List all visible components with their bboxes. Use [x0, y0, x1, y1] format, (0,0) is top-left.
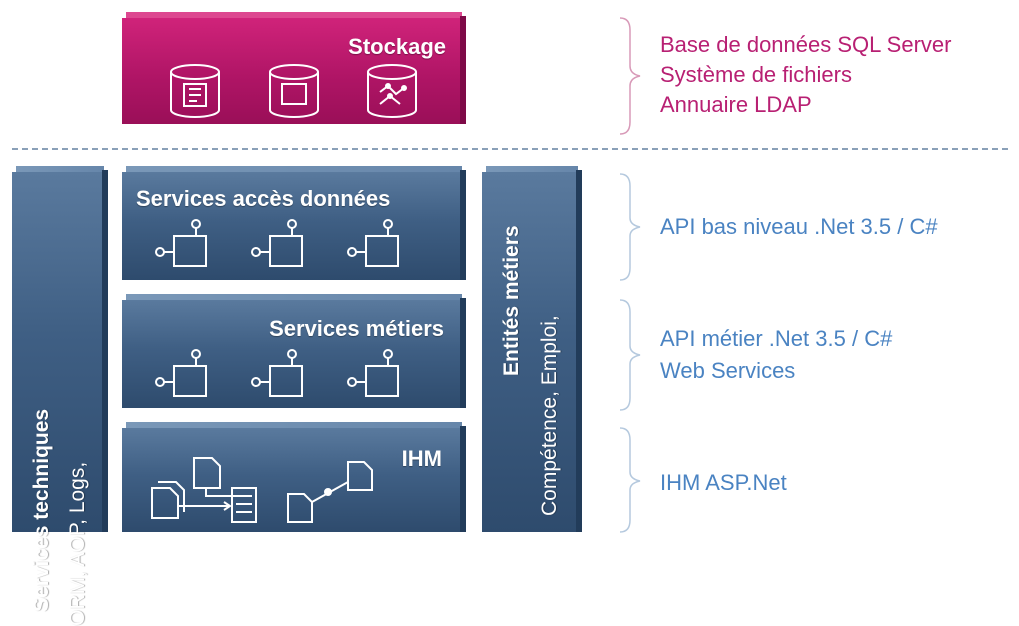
business-entities-pillar: Entités métiers Compétence, Emploi,: [482, 166, 582, 532]
business-services-title: Services métiers: [269, 316, 444, 341]
file-system-icon: [269, 64, 319, 118]
technical-services-title: Services techniques: [30, 408, 53, 612]
directory-icon: [367, 64, 417, 118]
database-icon: [170, 64, 220, 118]
business-services-layer: Services métiers: [122, 294, 466, 408]
arrow-head-icon: [223, 501, 232, 511]
component-icon: [155, 349, 207, 397]
business-services-annotation-1: API métier .Net 3.5 / C#: [660, 326, 893, 351]
component-icon: [347, 349, 399, 397]
ui-brace: [619, 427, 641, 533]
separator-line: [12, 148, 1008, 150]
component-icons: [155, 219, 399, 267]
component-icon: [251, 349, 303, 397]
storage-block: Stockage: [122, 12, 466, 124]
component-icons: [155, 349, 399, 397]
business-entities-title: Entités métiers: [500, 225, 523, 376]
business-services-brace: [619, 299, 641, 411]
document-stack-icon: [151, 481, 185, 519]
storage-annotation-2: Système de fichiers: [660, 62, 852, 87]
component-icon: [155, 219, 207, 267]
technical-services-pillar: Services techniques ORM, AOP, Logs,: [12, 166, 108, 626]
ui-layer: IHM: [122, 422, 466, 532]
page-icon: [287, 493, 313, 523]
business-entities-subtitle: Compétence, Emploi,: [538, 315, 561, 516]
ui-icons: [151, 457, 373, 523]
technical-services-subtitle: ORM, AOP, Logs,: [66, 461, 89, 626]
page-icon: [347, 461, 373, 491]
data-access-title: Services accès données: [136, 186, 391, 211]
data-access-brace: [619, 173, 641, 281]
component-icon: [251, 219, 303, 267]
ui-annotation: IHM ASP.Net: [660, 470, 787, 495]
storage-annotation-3: Annuaire LDAP: [660, 92, 812, 117]
component-icon: [347, 219, 399, 267]
connector-icon: [205, 488, 236, 497]
storage-icons: [170, 64, 417, 118]
business-services-annotation-2: Web Services: [660, 358, 796, 383]
storage-brace: [619, 17, 641, 135]
data-access-annotation: API bas niveau .Net 3.5 / C#: [660, 214, 938, 239]
form-icon: [231, 487, 257, 523]
data-access-layer: Services accès données: [122, 166, 466, 280]
storage-annotation-1: Base de données SQL Server: [660, 32, 952, 57]
storage-title: Stockage: [348, 34, 446, 59]
ui-title: IHM: [401, 446, 442, 471]
page-icon: [193, 457, 221, 489]
